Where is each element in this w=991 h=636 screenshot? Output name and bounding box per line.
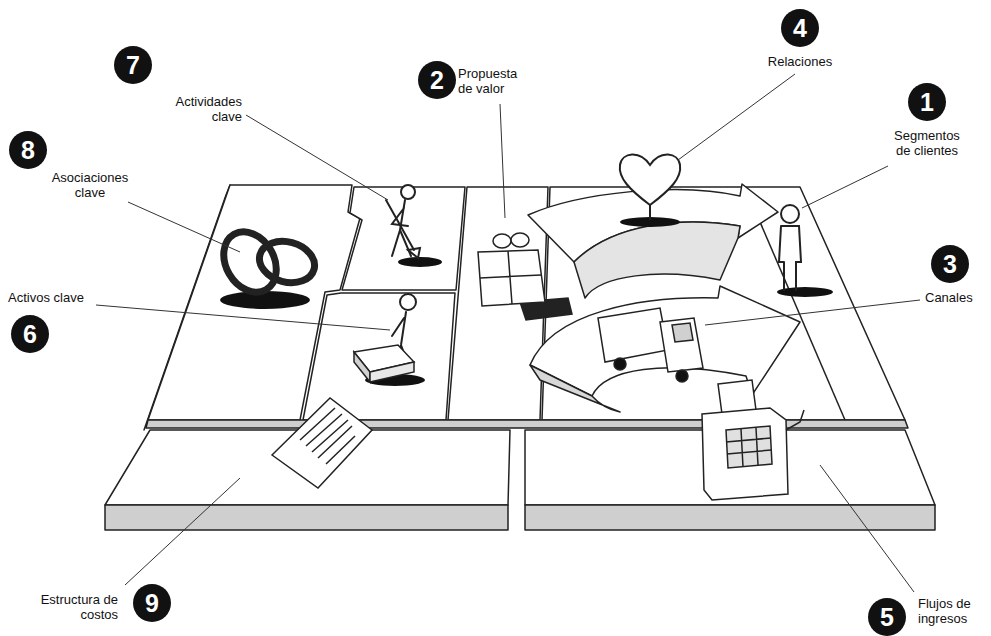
wheel bbox=[676, 370, 688, 382]
paper bbox=[272, 398, 372, 488]
ring bbox=[213, 222, 287, 301]
keypad bbox=[726, 426, 772, 468]
shadow bbox=[398, 257, 442, 267]
cargo bbox=[598, 308, 668, 362]
callout-number: 2 bbox=[418, 61, 456, 99]
callout-number: 1 bbox=[908, 83, 946, 121]
heart-icon bbox=[620, 154, 680, 227]
cab bbox=[660, 318, 703, 372]
leader-line bbox=[128, 202, 240, 252]
callout-number: 4 bbox=[781, 9, 819, 47]
part-name: Propuesta de valor bbox=[458, 66, 530, 96]
shovel bbox=[386, 200, 420, 258]
revenue-tile-side bbox=[525, 505, 935, 530]
leader-line bbox=[820, 465, 914, 592]
channels-band bbox=[530, 286, 800, 396]
rings-icon bbox=[213, 222, 319, 309]
callout-number: 8 bbox=[9, 131, 47, 169]
window bbox=[672, 323, 693, 342]
stem bbox=[649, 205, 651, 220]
leader-line bbox=[96, 305, 390, 330]
body bbox=[702, 408, 788, 500]
part-name: Relaciones bbox=[755, 54, 845, 69]
callout-number: 9 bbox=[133, 584, 171, 622]
leader-line bbox=[705, 300, 920, 325]
truck-icon bbox=[598, 308, 703, 382]
part-name: Canales bbox=[925, 290, 985, 305]
heart bbox=[620, 154, 680, 205]
gift-icon bbox=[478, 233, 572, 320]
customer-icon bbox=[777, 205, 833, 297]
leader-line bbox=[246, 115, 388, 200]
value-tile bbox=[448, 187, 548, 420]
leader-line bbox=[678, 74, 795, 160]
resources-tile bbox=[303, 293, 455, 420]
digging-person-icon bbox=[386, 185, 442, 267]
box bbox=[478, 250, 545, 306]
text-lines bbox=[300, 408, 355, 464]
part-name: Flujos de ingresos bbox=[918, 596, 986, 626]
board-front bbox=[146, 420, 908, 428]
worker-machine-icon bbox=[354, 294, 425, 386]
activities-tile bbox=[342, 187, 465, 290]
keys bbox=[726, 428, 771, 467]
callout-number: 7 bbox=[114, 46, 152, 84]
bow bbox=[493, 234, 511, 248]
ribbon bbox=[480, 251, 541, 304]
bow bbox=[511, 233, 529, 247]
head bbox=[781, 205, 799, 223]
ring bbox=[255, 235, 319, 288]
body bbox=[779, 226, 801, 290]
wheel bbox=[614, 358, 626, 370]
part-name: Asociaciones clave bbox=[40, 170, 140, 200]
shadow bbox=[777, 287, 833, 297]
channels-band-side bbox=[530, 365, 620, 412]
scroll-icon bbox=[272, 398, 372, 488]
leader-line bbox=[125, 478, 240, 585]
callout-number: 6 bbox=[11, 315, 49, 353]
leader-lines bbox=[96, 74, 920, 592]
cost-tile-side bbox=[105, 505, 508, 530]
machine-side bbox=[354, 352, 370, 382]
callout-number: 5 bbox=[868, 598, 906, 636]
machine-front bbox=[370, 362, 414, 382]
part-name: Segmentos de clientes bbox=[887, 128, 967, 158]
leader-line bbox=[500, 104, 505, 218]
screen bbox=[718, 380, 756, 414]
crank bbox=[786, 410, 804, 430]
leader-line bbox=[802, 166, 888, 208]
callout-number: 3 bbox=[931, 245, 969, 283]
cash-register-icon bbox=[702, 380, 804, 500]
head bbox=[400, 294, 416, 310]
board bbox=[105, 184, 935, 530]
part-name: Estructura de costos bbox=[18, 592, 118, 622]
part-name: Actividades clave bbox=[150, 94, 242, 124]
head bbox=[401, 185, 415, 199]
part-name: Activos clave bbox=[8, 290, 108, 305]
band-gap bbox=[574, 222, 740, 298]
